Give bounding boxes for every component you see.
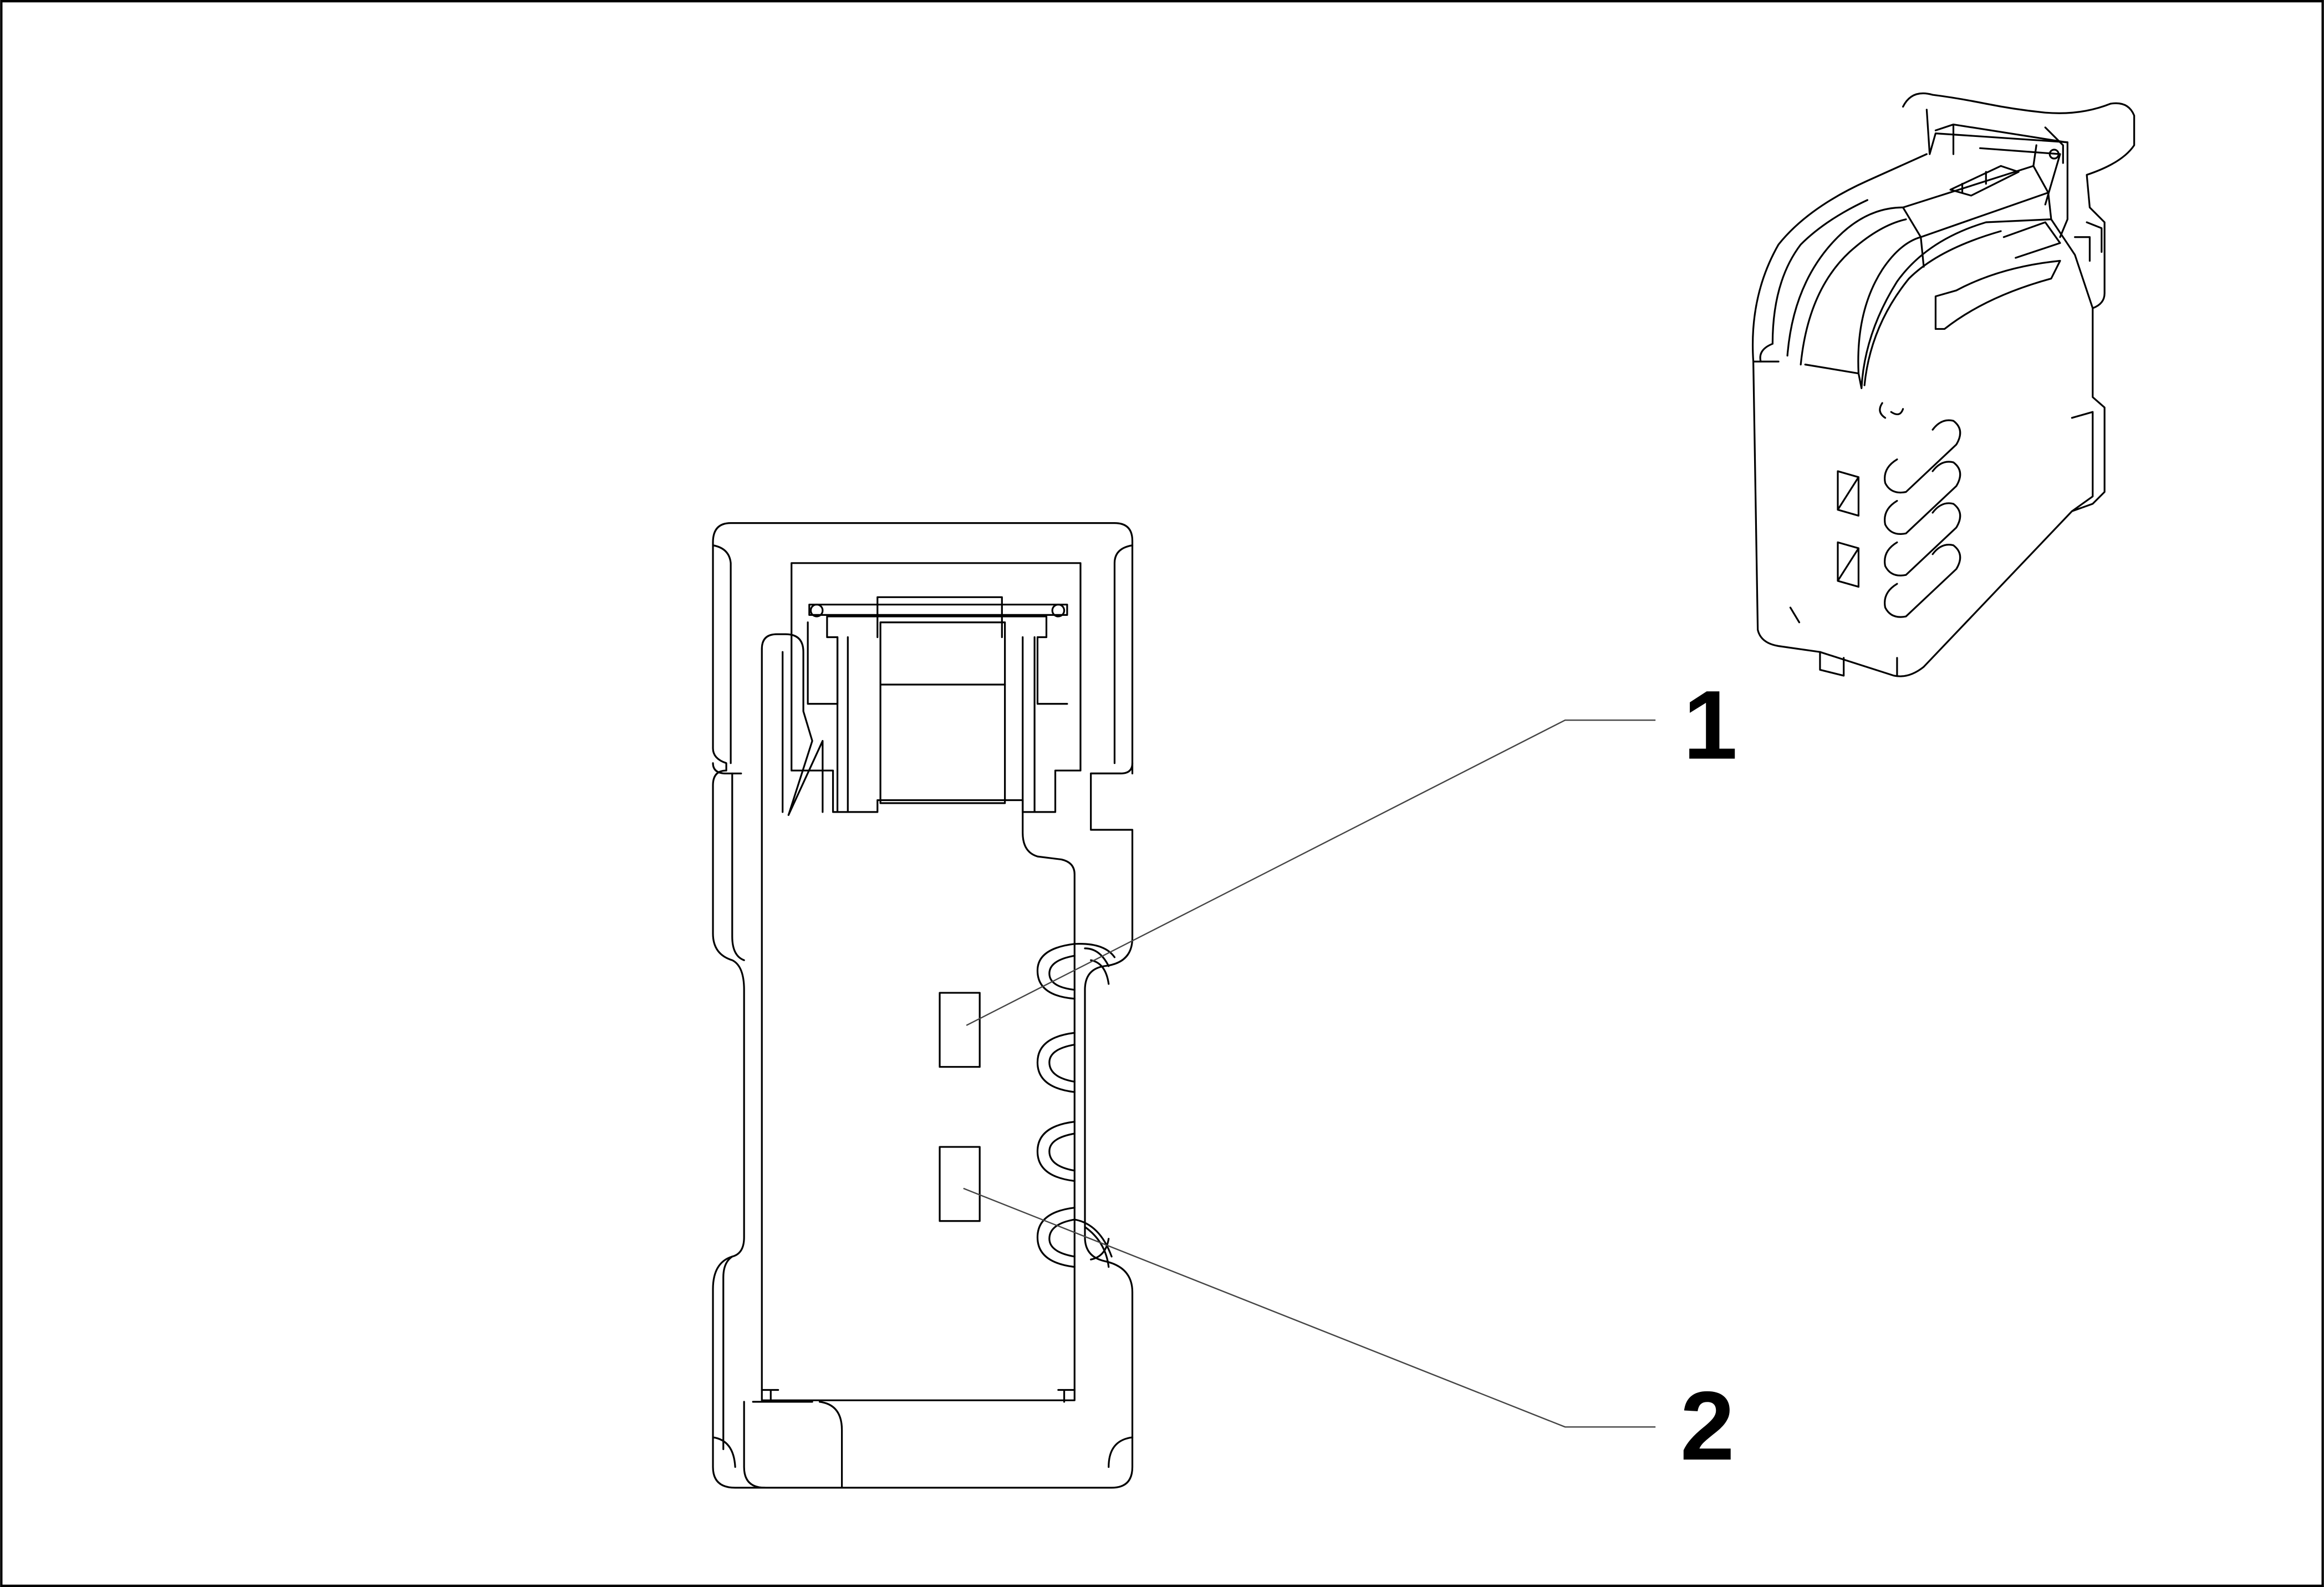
latch-inner-frame bbox=[807, 615, 1068, 705]
iso-wire-seals bbox=[1884, 419, 1961, 618]
housing-right-step bbox=[1090, 762, 1134, 775]
iso-right-hooks bbox=[2074, 221, 2103, 262]
iso-small-hole bbox=[1879, 402, 1904, 419]
latch-pin-right bbox=[1051, 604, 1066, 618]
upper-right-flange bbox=[1113, 544, 1134, 764]
iso-right-side bbox=[2050, 218, 2094, 309]
iso-left-side-step bbox=[1759, 199, 1869, 363]
iso-front-panel bbox=[1857, 218, 2052, 389]
upper-left-flange bbox=[712, 544, 732, 764]
iso-right-bottom-tab bbox=[2071, 411, 2094, 512]
housing-outer-outline bbox=[712, 522, 1134, 1489]
iso-bottom-pin bbox=[1819, 651, 1845, 677]
wire-seal-2 bbox=[1036, 1032, 1076, 1093]
wire-seal-right-curve-bottom bbox=[1090, 1238, 1110, 1261]
latch-rail bbox=[808, 604, 1068, 616]
iso-top-frame bbox=[1934, 123, 2067, 206]
wire-seal-3 bbox=[1036, 1121, 1076, 1182]
bottom-skirt-right bbox=[1108, 1436, 1134, 1468]
iso-front-channel-1 bbox=[1786, 206, 1904, 357]
iso-terminal-window-2 bbox=[1837, 541, 1860, 588]
iso-front-opening bbox=[1804, 236, 1922, 375]
body-plate bbox=[761, 648, 1076, 1401]
wire-seal-4 bbox=[1036, 1207, 1113, 1268]
iso-right-edge bbox=[2044, 126, 2064, 164]
latch-side-right bbox=[1022, 636, 1036, 813]
iso-lower-seam bbox=[1789, 606, 1898, 677]
iso-wire-seal-3 bbox=[1884, 502, 1961, 576]
left-low-flange bbox=[722, 1256, 733, 1450]
latch-tongue bbox=[879, 621, 1006, 804]
latch-side-left bbox=[836, 636, 849, 813]
leader-line-2 bbox=[963, 1187, 1656, 1428]
wire-seals bbox=[1036, 942, 1116, 1268]
iso-wire-seal-4 bbox=[1884, 544, 1961, 618]
connector-isometric-view bbox=[1751, 92, 2136, 677]
left-mid-flange bbox=[731, 772, 745, 961]
iso-rivet bbox=[2048, 149, 2060, 160]
left-latch-spring bbox=[787, 739, 824, 816]
latch-pin-left bbox=[809, 604, 824, 618]
wire-seal-right-curve-top bbox=[1090, 959, 1110, 985]
callout-label-1: 1 bbox=[1683, 671, 1737, 780]
connector-front-view bbox=[712, 522, 1134, 1489]
iso-terminal-window-1 bbox=[1837, 470, 1860, 517]
callout-labels: 1 2 bbox=[1680, 671, 1737, 1481]
iso-side-lever bbox=[1934, 259, 2061, 330]
left-latch-arm bbox=[761, 633, 813, 816]
bottom-skirt bbox=[743, 1401, 843, 1489]
terminal-window-1 bbox=[939, 992, 981, 1068]
iso-top-rib bbox=[1920, 144, 2052, 268]
iso-front-channel-2 bbox=[1800, 218, 1907, 366]
latch-tongue-outline bbox=[876, 596, 1003, 639]
leader-lines bbox=[963, 719, 1656, 1428]
callout-label-2: 2 bbox=[1680, 1371, 1735, 1481]
terminal-window-2 bbox=[939, 1146, 981, 1222]
bottom-skirt-left bbox=[712, 1436, 736, 1468]
iso-side-lever-hook bbox=[2002, 221, 2061, 259]
leader-line-1 bbox=[966, 719, 1656, 1026]
iso-wire-seal-1 bbox=[1884, 419, 1961, 494]
iso-left-face bbox=[1751, 153, 1928, 363]
iso-top-opening bbox=[1925, 109, 2068, 238]
housing-upper-step bbox=[712, 762, 742, 775]
wire-seal-1 bbox=[1036, 942, 1116, 1000]
iso-body-outline bbox=[1752, 92, 2136, 677]
iso-wire-seal-2 bbox=[1884, 461, 1961, 535]
iso-front-curve bbox=[1863, 230, 2002, 386]
body-plate-inner bbox=[761, 1389, 1076, 1403]
